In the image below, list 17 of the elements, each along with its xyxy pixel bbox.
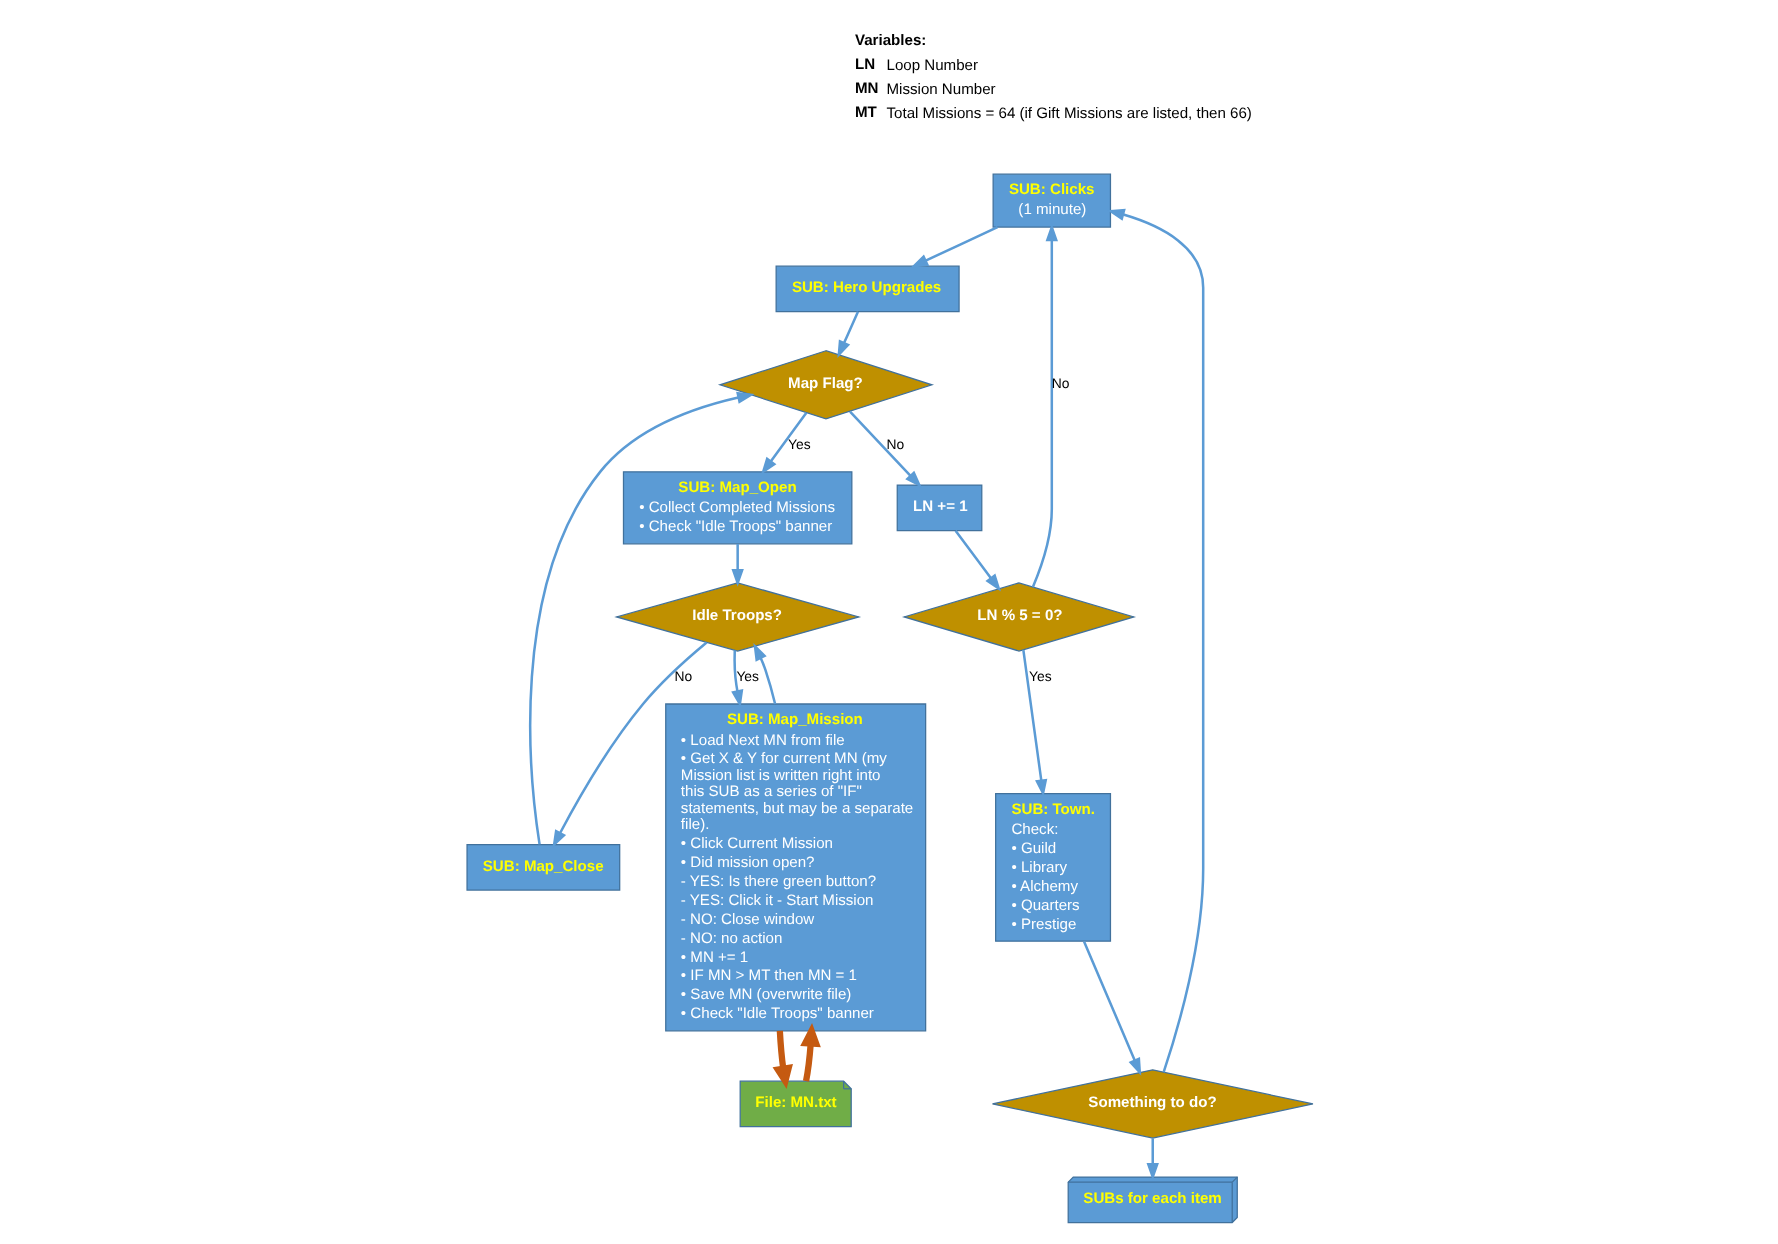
arrow xyxy=(953,529,1000,592)
arrow xyxy=(909,226,998,268)
arrow xyxy=(528,391,754,845)
arrow xyxy=(730,650,743,708)
arrow xyxy=(799,1023,820,1082)
arrow xyxy=(836,311,859,359)
arrow xyxy=(760,412,807,475)
arrow xyxy=(730,544,743,587)
arrow xyxy=(1021,649,1047,797)
arrow xyxy=(551,641,707,848)
arrow xyxy=(1106,208,1204,1073)
arrow xyxy=(848,410,921,488)
arrow xyxy=(771,1030,792,1089)
arrow xyxy=(752,643,776,705)
arrow xyxy=(1030,223,1057,588)
arrow xyxy=(1145,1138,1158,1181)
arrow xyxy=(1081,940,1141,1076)
